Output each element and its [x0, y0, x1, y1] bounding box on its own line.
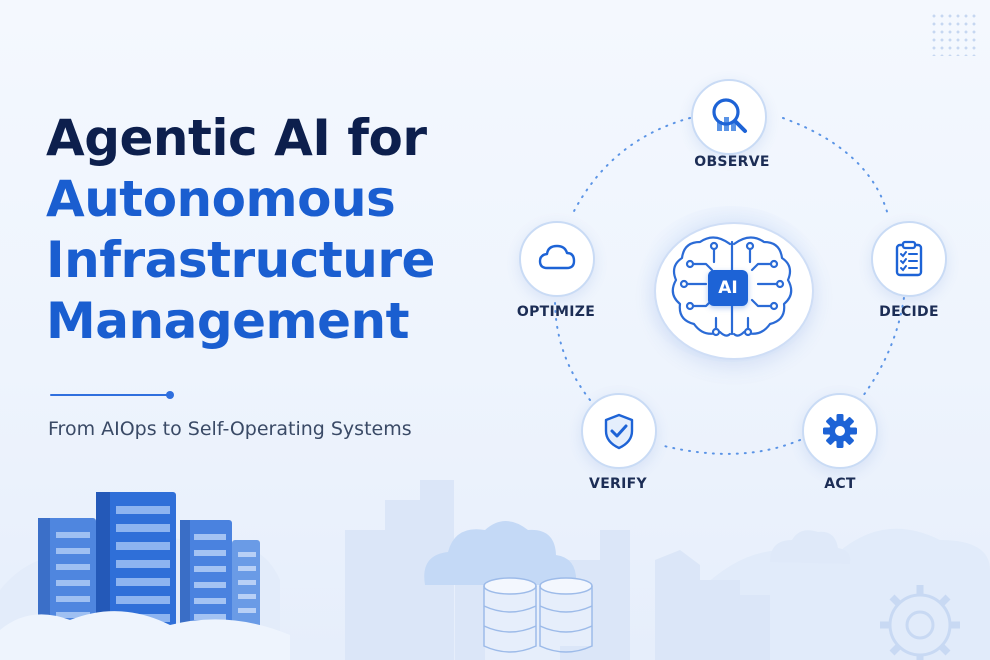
ai-chip-label: AI: [708, 270, 748, 306]
decide-node[interactable]: [871, 221, 947, 297]
observe-label: OBSERVE: [694, 154, 770, 170]
optimize-label: OPTIMIZE: [516, 304, 596, 320]
background-gear-icon: [880, 585, 960, 660]
title-line-2: Autonomous: [46, 170, 396, 228]
subtitle: From AIOps to Self-Operating Systems: [48, 418, 412, 440]
title-divider: [50, 394, 170, 396]
small-cloud-right: [770, 530, 851, 564]
infrastructure-scene: [0, 480, 990, 660]
cloud-icon: [538, 244, 576, 270]
optimize-node[interactable]: [519, 221, 595, 297]
page-title: Agentic AI for Autonomous Infrastructure…: [46, 108, 435, 352]
title-line-4: Management: [46, 292, 410, 350]
magnifier-chart-icon: [712, 98, 747, 133]
verify-label: VERIFY: [589, 476, 647, 492]
gear-icon: [823, 414, 857, 448]
brain-circuit-icon: [671, 236, 793, 337]
title-divider-dot: [166, 391, 174, 399]
database-icon: [483, 577, 537, 653]
foreground-cloud: [0, 611, 290, 660]
server-rack: [38, 518, 96, 638]
title-line-3: Infrastructure: [46, 231, 435, 289]
act-node[interactable]: [802, 393, 878, 469]
database-icon: [539, 577, 593, 653]
server-rack: [180, 520, 232, 638]
title-line-1: Agentic AI for: [46, 109, 427, 167]
server-racks: [38, 492, 260, 642]
database-stacks: [483, 577, 593, 653]
observe-node[interactable]: [691, 79, 767, 155]
decorative-dot-grid: [930, 12, 980, 56]
clipboard-checklist-icon: [895, 240, 923, 277]
server-rack: [232, 540, 260, 636]
shield-check-icon: [604, 413, 634, 450]
central-cloud-icon: [424, 521, 577, 585]
act-label: ACT: [824, 476, 856, 492]
decide-label: DECIDE: [879, 304, 939, 320]
verify-node[interactable]: [581, 393, 657, 469]
